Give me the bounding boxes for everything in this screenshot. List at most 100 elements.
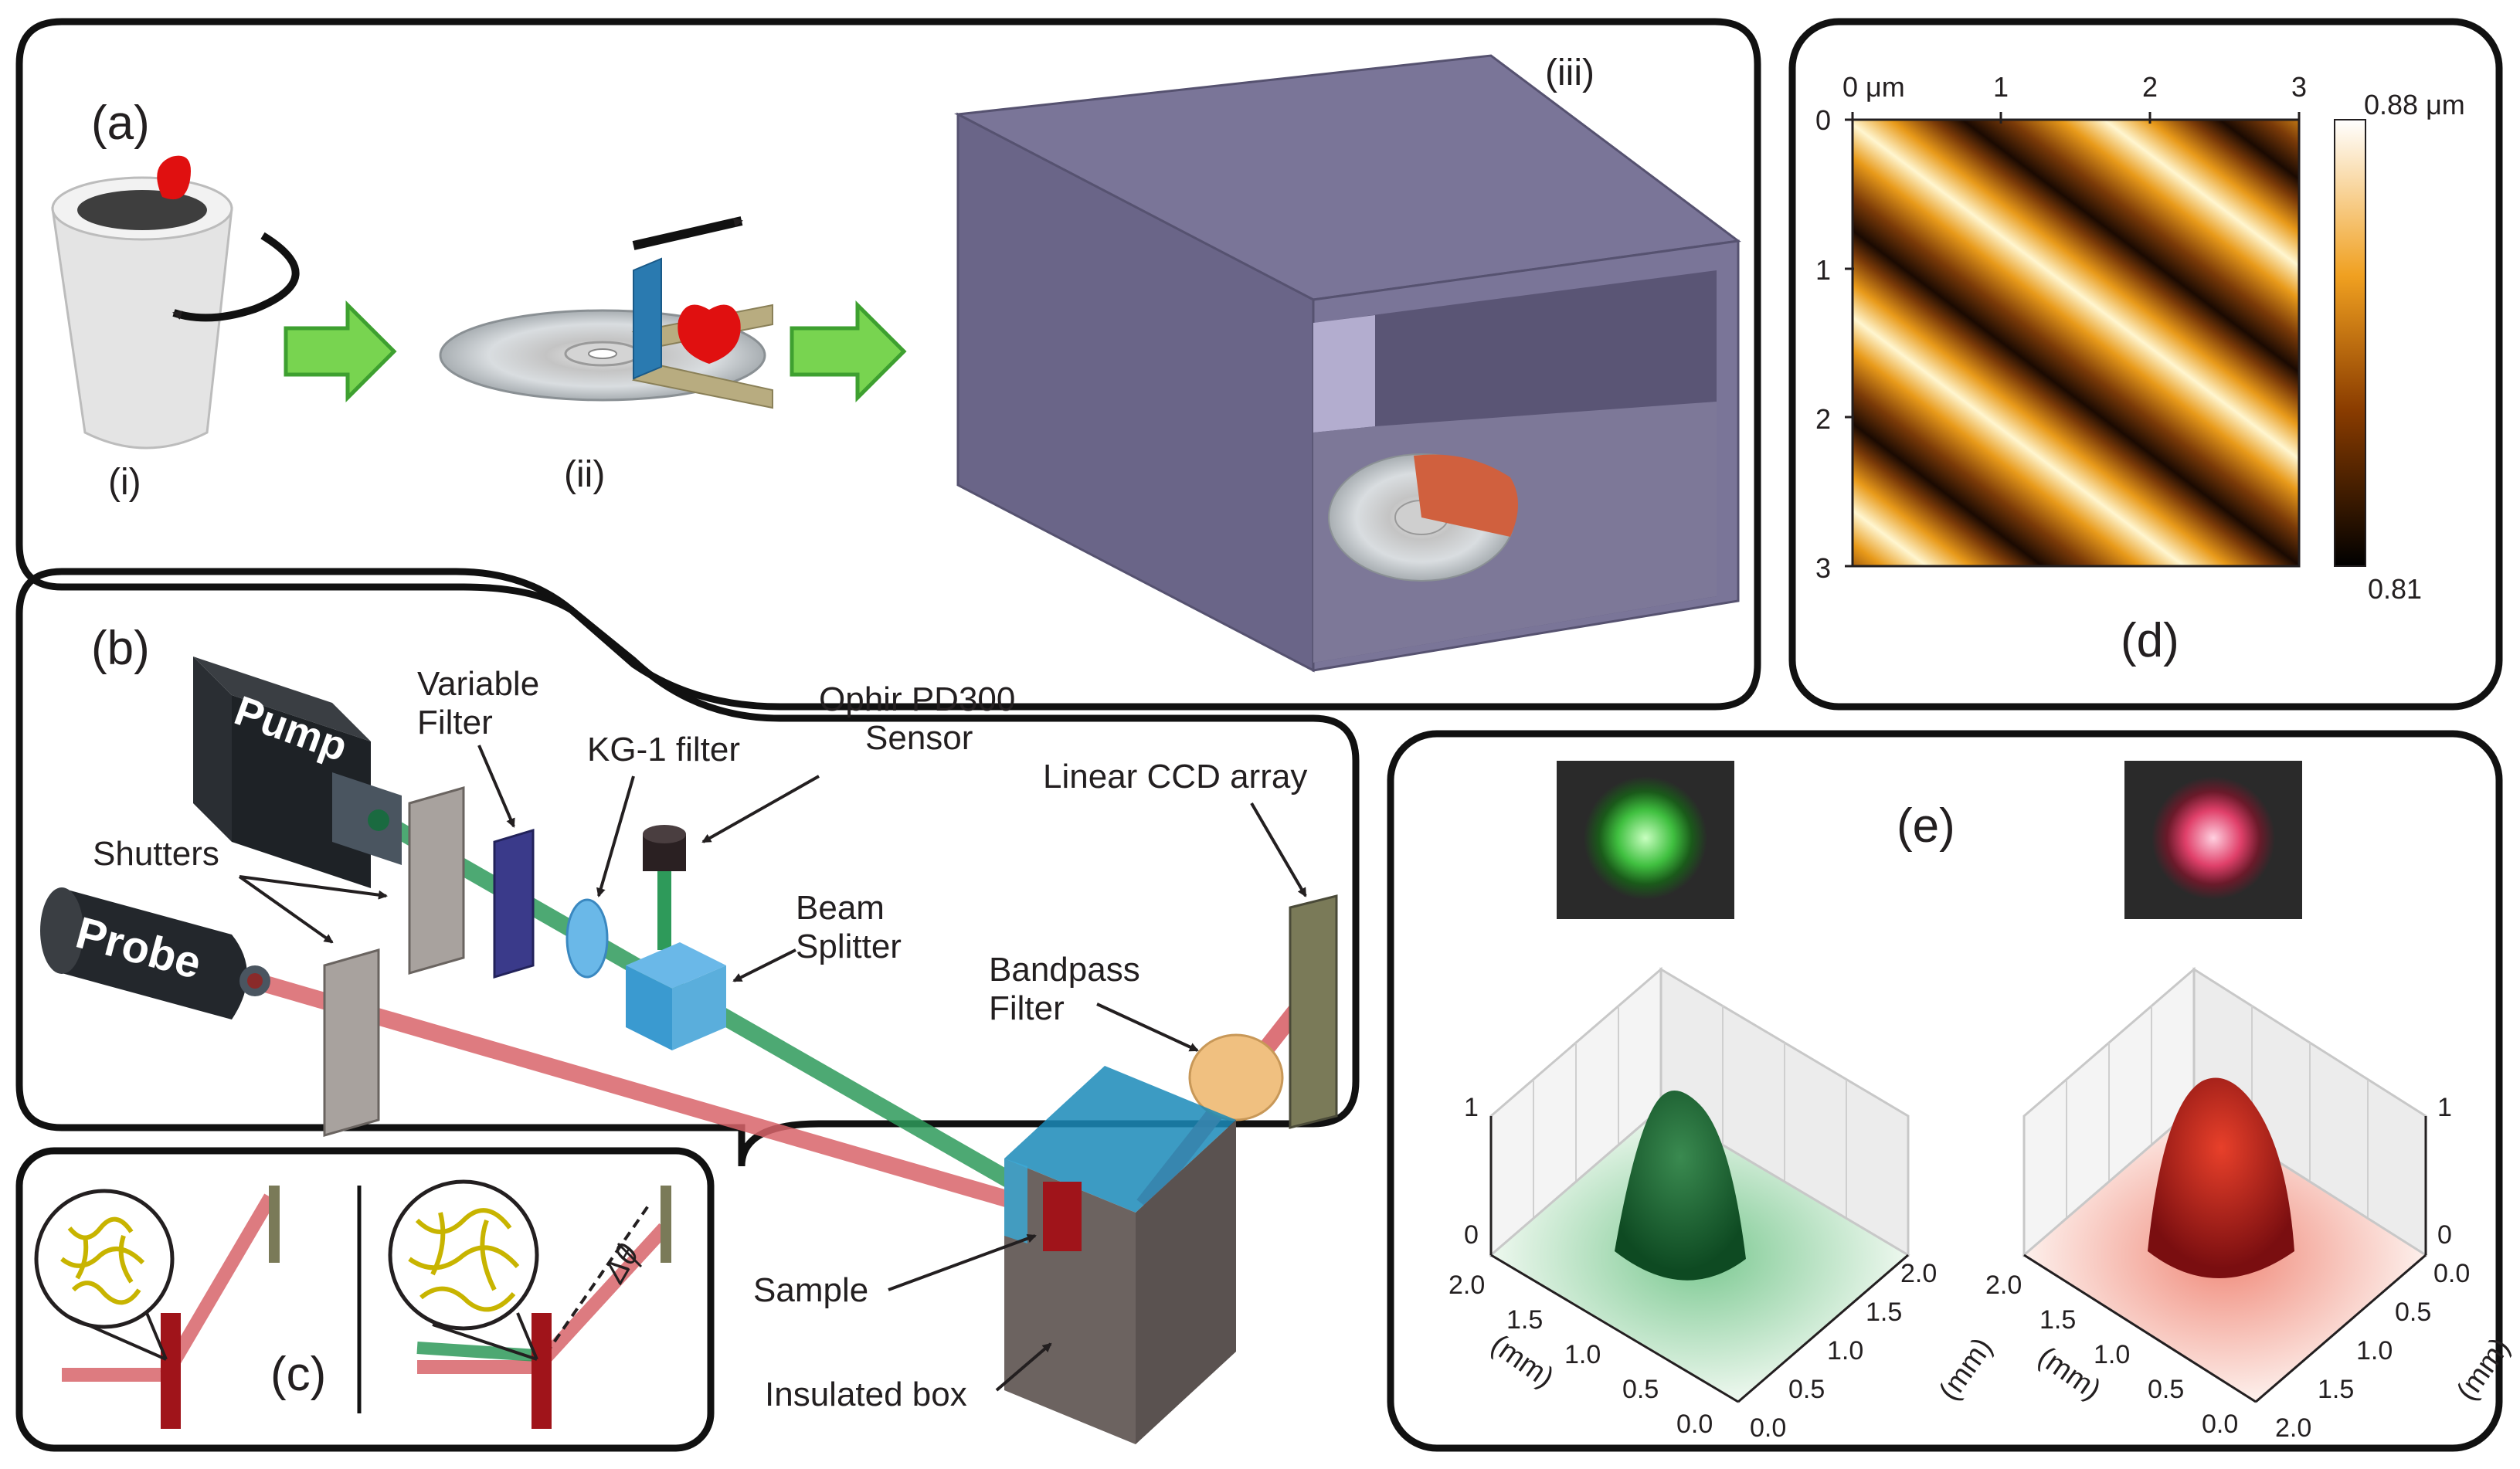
green-z-tick-bottom: 0 [1464, 1220, 1479, 1250]
variable-filter-label-2: Filter [417, 704, 493, 741]
shutters-label: Shutters [93, 835, 219, 873]
panel-b-border [15, 568, 1360, 1167]
shutter-pump [408, 786, 465, 975]
ophir-label-2: Sensor [865, 719, 973, 757]
insulated-box-label: Insulated box [765, 1376, 967, 1413]
panel-c: (c) Δθ [15, 1147, 715, 1452]
panel-c-border [15, 1147, 715, 1452]
panel-b: (b) Pump Probe Shutters [15, 568, 1360, 1444]
green-left-tick: 1.0 [1564, 1340, 1601, 1369]
linear-ccd [1289, 894, 1338, 1129]
green-left-tick: 0.5 [1622, 1375, 1659, 1404]
kg1-filter-label: KG-1 filter [587, 731, 740, 768]
afm-map [1853, 120, 2299, 566]
green-z-tick-top: 1 [1464, 1093, 1479, 1122]
afm-x-tick: 0 μm [1842, 71, 1905, 103]
insulated-box-pointer [995, 1342, 1052, 1392]
afm-colorbar [2334, 119, 2366, 567]
panel-e: (e) 1 0 2.0 1.5 1.0 0.5 0.0 0.0 0.5 1.0 [1387, 730, 2516, 1452]
green-right-axis-label: (mm) [1933, 1332, 1999, 1407]
green-arrow-2-icon [790, 300, 907, 403]
rotation-arrow-icon [172, 232, 300, 322]
red-left-tick: 2.0 [1985, 1271, 2022, 1300]
green-left-tick: 2.0 [1448, 1271, 1485, 1300]
red-left-tick: 0.0 [2202, 1410, 2238, 1439]
shutter-probe [323, 948, 380, 1137]
green-left-tick: 0.0 [1676, 1410, 1713, 1439]
linear-ccd-pointer [1250, 802, 1307, 897]
green-right-tick: 1.5 [1866, 1298, 1902, 1327]
red-right-axis-label: (mm) [2450, 1332, 2516, 1407]
grating-stretched: Δθ [388, 1179, 671, 1429]
ophir-sensor [643, 825, 686, 871]
green-right-tick: 0.0 [1750, 1413, 1786, 1443]
green-left-tick: 1.5 [1506, 1305, 1543, 1335]
panel-d-border [1788, 18, 2503, 711]
afm-frame [1851, 118, 2301, 568]
red-right-tick: 0.5 [2395, 1298, 2431, 1327]
red-left-tick: 1.5 [2039, 1305, 2076, 1335]
beam-splitter-pointer [732, 948, 796, 982]
afm-x-tick: 3 [2291, 71, 2307, 103]
afm-y-tick: 0 [1815, 104, 1831, 136]
pump-laser: Pump [193, 656, 402, 888]
green-beam-spot [1584, 776, 1707, 900]
beam-splitter-label-2: Splitter [796, 928, 902, 965]
linear-ccd-label: Linear CCD array [1043, 758, 1307, 796]
green-arrow-1-icon [284, 300, 397, 403]
grating-unstretched [34, 1186, 280, 1429]
sample-pointer [888, 1233, 1037, 1291]
colorbar-min-label: 0.81 [2368, 573, 2422, 605]
red-z-tick-bottom: 0 [2437, 1220, 2452, 1250]
bandpass-label-1: Bandpass [989, 951, 1140, 989]
spin-cup [51, 155, 233, 450]
afm-y-tick: 3 [1815, 552, 1831, 584]
red-right-tick: 2.0 [2275, 1413, 2311, 1443]
afm-y-axis: 0 1 2 3 [1815, 104, 1854, 584]
kg1-filter-pointer [596, 775, 635, 897]
red-surface-plot: 1 0 2.0 1.5 1.0 0.5 0.0 0.0 0.5 1.0 1.5 … [1985, 966, 2516, 1443]
afm-x-tick: 1 [1993, 71, 2009, 103]
beam-splitter-label-1: Beam [796, 889, 885, 927]
panel-d-label: (d) [2121, 614, 2179, 667]
green-right-tick: 0.5 [1788, 1375, 1825, 1404]
panel-c-label: (c) [270, 1348, 326, 1401]
green-right-tick: 2.0 [1900, 1259, 1937, 1288]
kg1-filter [565, 898, 609, 979]
afm-x-axis: 0 μm 1 2 3 [1842, 71, 2307, 124]
ophir-label-1: Ophir PD300 [819, 680, 1015, 718]
green-left-axis-label: (mm) [1485, 1328, 1560, 1394]
sample-label: Sample [753, 1271, 868, 1309]
panel-d: 0 μm 1 2 3 0 1 2 3 0.88 μm 0.81 (d) [1788, 18, 2503, 711]
red-left-tick: 0.5 [2148, 1375, 2184, 1404]
shutters-pointer-1 [239, 875, 388, 900]
afm-x-tick: 2 [2142, 71, 2158, 103]
motion-arrow-icon [632, 216, 743, 250]
red-left-tick: 1.0 [2094, 1340, 2130, 1369]
probe-laser: Probe [40, 887, 270, 1019]
green-right-tick: 1.0 [1827, 1336, 1863, 1366]
purple-enclosure [953, 54, 1741, 673]
green-surface-plot: 1 0 2.0 1.5 1.0 0.5 0.0 0.0 0.5 1.0 1.5 … [1448, 966, 1999, 1443]
red-right-tick: 0.0 [2433, 1259, 2470, 1288]
insulated-box [1004, 1066, 1236, 1444]
variable-filter-pointer [477, 745, 515, 828]
bandpass-pointer [1096, 1003, 1199, 1052]
ophir-pointer [701, 775, 820, 843]
beam-splitter [626, 942, 726, 1050]
panel-e-border [1387, 730, 2503, 1452]
panel-e-label: (e) [1897, 799, 1955, 853]
red-beam-spot [2152, 776, 2275, 900]
red-right-tick: 1.0 [2356, 1336, 2393, 1366]
red-z-tick-top: 1 [2437, 1093, 2452, 1122]
sub-label-ii: (ii) [564, 454, 605, 495]
sub-label-iii: (iii) [1545, 53, 1595, 93]
afm-y-tick: 2 [1815, 403, 1831, 435]
shutters-pointer-2 [238, 875, 334, 944]
spin-coated-cd [439, 257, 773, 409]
panel-a: (a) (i) (ii) [15, 18, 1761, 711]
panel-b-label: (b) [91, 622, 150, 675]
bandpass-label-2: Filter [989, 989, 1065, 1027]
probe-beam [252, 972, 1031, 1213]
